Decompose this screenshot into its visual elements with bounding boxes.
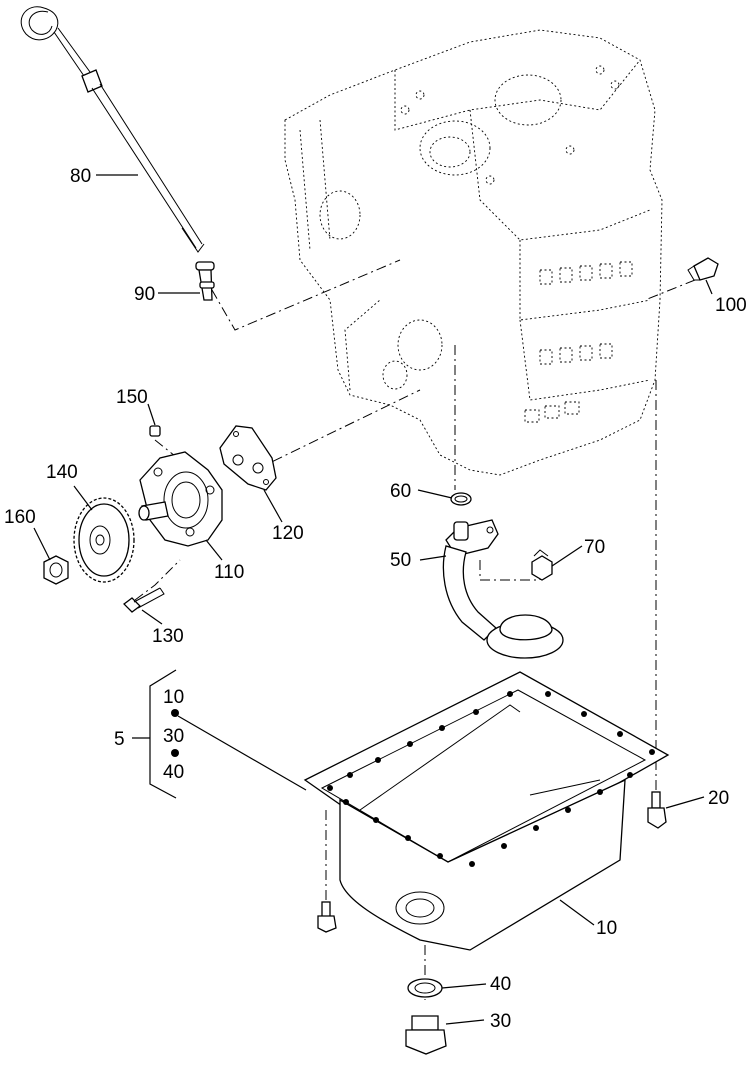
label-150: 150	[116, 387, 148, 408]
label-30: 30	[490, 1011, 511, 1032]
gasket-part	[219, 425, 277, 491]
drain-plug-part	[405, 1015, 447, 1055]
key-part	[149, 425, 161, 437]
label-70: 70	[584, 537, 605, 558]
oil-pan-part	[303, 671, 670, 951]
pan-bolt-part-left	[317, 901, 337, 933]
label-110: 110	[214, 562, 244, 583]
dipstick-part	[20, 6, 205, 253]
assembly-lines	[134, 259, 696, 1000]
kit-bracket	[132, 669, 307, 799]
label-5: 5	[114, 729, 125, 750]
oil-strainer-part	[442, 519, 564, 659]
pump-bolt-part	[123, 587, 165, 613]
label-100: 100	[715, 295, 747, 316]
label-20: 20	[708, 788, 729, 809]
oil-pump-part	[138, 451, 223, 547]
kit-label-10: 10	[163, 687, 184, 708]
label-90: 90	[134, 284, 155, 305]
dipstick-guide-part	[195, 261, 215, 301]
callout-leaders	[33, 174, 713, 1025]
callout-labels: 80 90 100 150 140 160 120 110 130 60 70 …	[4, 166, 747, 1032]
kit-dot-40	[171, 749, 179, 757]
label-50: 50	[390, 550, 411, 571]
label-80: 80	[70, 166, 91, 187]
label-60: 60	[390, 481, 411, 502]
strainer-nut-part	[531, 549, 553, 581]
engine-block	[284, 29, 663, 476]
kit-dot-10	[171, 709, 179, 717]
pan-bolt-part	[647, 791, 667, 829]
kit-label-40: 40	[163, 762, 184, 783]
label-160: 160	[4, 507, 36, 528]
gear-part	[73, 497, 135, 583]
label-140: 140	[46, 462, 78, 483]
label-10: 10	[596, 918, 617, 939]
drain-gasket-part	[407, 978, 443, 998]
kit-label-30: 30	[163, 726, 184, 747]
label-40: 40	[490, 974, 511, 995]
plug-part	[687, 257, 719, 281]
o-ring-part	[450, 492, 472, 506]
nut-part	[43, 555, 69, 585]
label-130: 130	[152, 626, 184, 647]
label-120: 120	[272, 523, 304, 544]
